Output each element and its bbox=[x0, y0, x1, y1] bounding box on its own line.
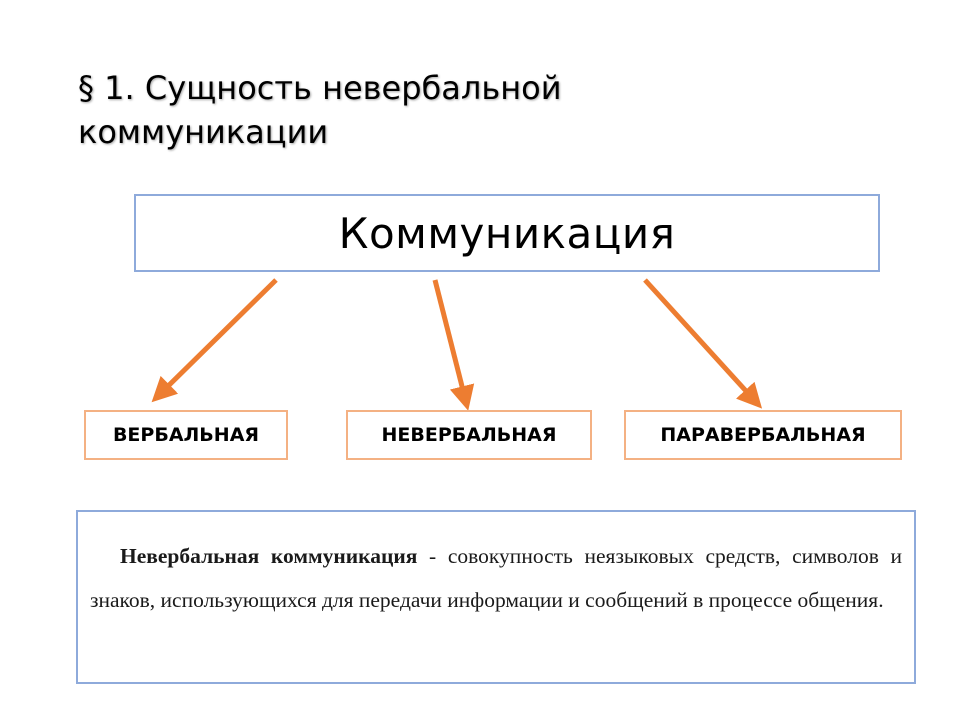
root-node-box: Коммуникация bbox=[134, 194, 880, 272]
arrow-to-nonverbal bbox=[432, 279, 475, 411]
definition-body: - совокупность неязыковых средств, симво… bbox=[90, 544, 903, 612]
definition-paragraph: Невербальная коммуникация - совокупность… bbox=[90, 534, 902, 622]
title-line-1: § 1. Сущность невербальной bbox=[78, 69, 562, 107]
slide-title: § 1. Сущность невербальной коммуникации bbox=[78, 66, 778, 154]
root-node-label: Коммуникация bbox=[338, 208, 676, 258]
arrow-to-paraverbal bbox=[643, 278, 763, 409]
arrow-to-verbal bbox=[151, 278, 278, 403]
category-verbal-label: ВЕРБАЛЬНАЯ bbox=[112, 424, 260, 446]
category-paraverbal-box: ПАРАВЕРБАЛЬНАЯ bbox=[624, 410, 902, 460]
category-verbal-box: ВЕРБАЛЬНАЯ bbox=[84, 410, 288, 460]
definition-box: Невербальная коммуникация - совокупность… bbox=[76, 510, 916, 684]
category-nonverbal-label: НЕВЕРБАЛЬНАЯ bbox=[381, 424, 557, 446]
category-paraverbal-label: ПАРАВЕРБАЛЬНАЯ bbox=[660, 424, 866, 446]
definition-term: Невербальная коммуникация bbox=[120, 544, 418, 568]
title-line-2: коммуникации bbox=[78, 113, 329, 151]
category-nonverbal-box: НЕВЕРБАЛЬНАЯ bbox=[346, 410, 592, 460]
